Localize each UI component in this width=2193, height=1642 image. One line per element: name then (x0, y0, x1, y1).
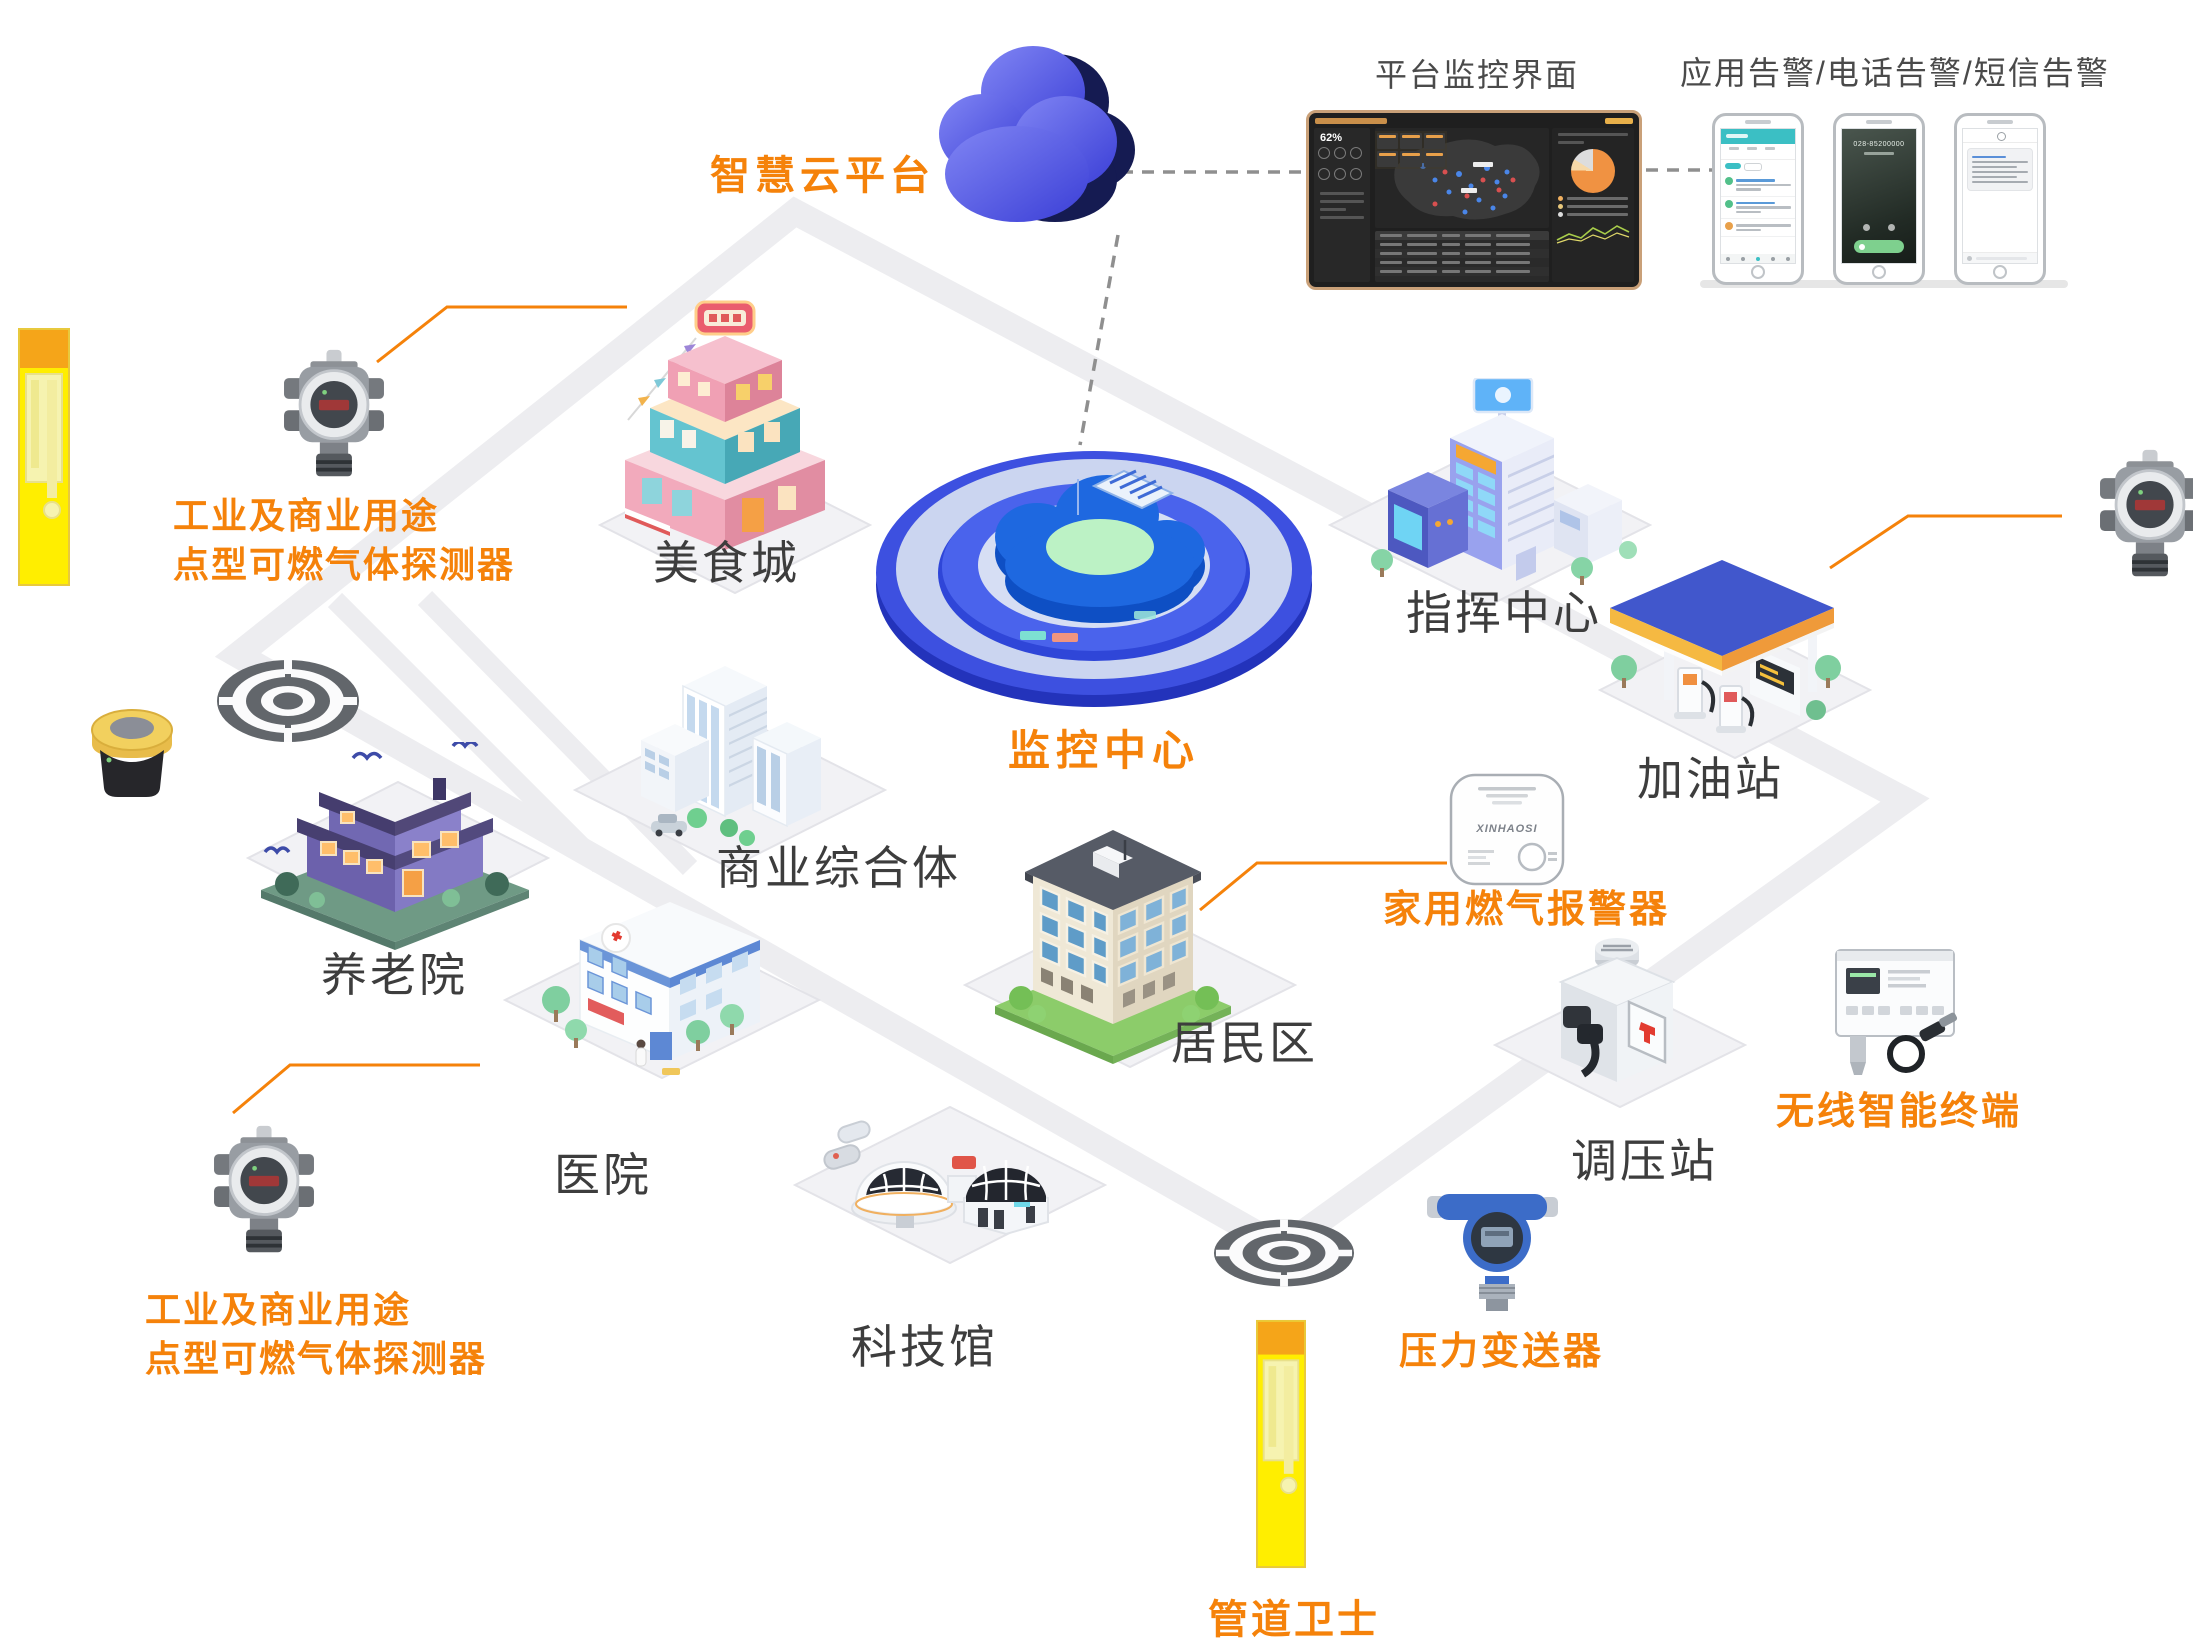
science-museum-label: 科技馆 (851, 1321, 998, 1373)
gas-detector-icon (2096, 448, 2193, 580)
leader-lines (232, 305, 2062, 1115)
detector-top-label: 工业及商业用途 点型可燃气体探测器 (173, 492, 515, 589)
building-hospital (520, 882, 790, 1094)
alarm-ok-icon (1725, 199, 1733, 208)
monitoring-dashboard: 62% (1306, 110, 1642, 290)
phone-sms-alarm (1954, 113, 2046, 285)
fuel-pump (1716, 685, 1755, 733)
building-commercial-complex (625, 618, 840, 853)
building-science-museum (822, 1092, 1057, 1252)
alarm-ok-icon (1725, 177, 1733, 185)
entrance (650, 1032, 672, 1060)
device-regulator-cube (1545, 938, 1690, 1100)
mute-icon (1863, 224, 1870, 231)
wireless-terminal-icon (1826, 942, 1961, 1077)
doctor-figure (635, 1039, 647, 1067)
test-button (1517, 842, 1547, 872)
regulator-station-label: 调压站 (1571, 1135, 1718, 1187)
food-city-sign (694, 300, 756, 336)
alarm-phones-title: 应用告警/电话告警/短信告警 (1680, 55, 2110, 91)
building-gas-station (1602, 550, 1842, 750)
dashboard-stat-circles (1314, 145, 1370, 187)
building-residential (985, 800, 1240, 1075)
cloud-icon (905, 22, 1137, 240)
trees (1371, 541, 1637, 585)
monitoring-center-label: 监控中心 (1008, 727, 1201, 774)
manhole-cover-icon (215, 658, 361, 744)
fuel-pump (1674, 667, 1716, 719)
dashboard-right-panel (1552, 128, 1634, 282)
bird-icon (263, 742, 479, 855)
trees (1611, 655, 1841, 720)
sms-input-bar (1963, 252, 2037, 263)
detector-top-label-line2: 点型可燃气体探测器 (173, 543, 516, 585)
dashboard-clock (1605, 118, 1633, 124)
dashboard-title: 平台监控界面 (1375, 57, 1580, 93)
cloud-platform-label: 智慧云平台 (710, 154, 935, 198)
thruster-cylinders (823, 1120, 871, 1170)
gas-detector-icon (210, 1124, 318, 1256)
sms-alarm-screen (1962, 128, 2038, 264)
manhole-cover-icon (1212, 1218, 1356, 1288)
hospital-label: 医院 (554, 1149, 652, 1201)
door (402, 869, 424, 897)
car (651, 814, 687, 837)
app-header (1721, 129, 1795, 144)
dashboard-pie-chart (1571, 149, 1615, 193)
home-button (1872, 265, 1886, 279)
answer-call-button (1854, 240, 1904, 253)
alarm-brand-text: XINHAOSI (1475, 823, 1537, 835)
bench (662, 1068, 680, 1075)
red-valve (1639, 1022, 1655, 1044)
trees (687, 808, 755, 846)
home-button (1993, 265, 2007, 279)
building-nursing-home (245, 742, 545, 954)
home-gas-alarm-icon: XINHAOSI (1448, 772, 1566, 887)
rooftop-equipment (1093, 840, 1133, 878)
detector-top-label-line1: 工业及商业用途 (173, 495, 440, 536)
commercial-complex-label: 商业综合体 (716, 842, 961, 894)
food-city-label: 美食城 (653, 537, 800, 589)
dashboard-left-panel: 62% (1314, 128, 1370, 282)
nursing-home-label: 养老院 (321, 949, 468, 1001)
dashboard-stat-boxes (1375, 131, 1447, 169)
trees (542, 986, 744, 1051)
detector-bottom-label-line2: 点型可燃气体探测器 (145, 1337, 488, 1379)
app-alarm-screen (1720, 128, 1796, 264)
home-button (1751, 265, 1765, 279)
phone-call-alarm: 028-85200000 (1833, 113, 1925, 285)
gas-station-label: 加油站 (1637, 753, 1784, 805)
dashboard-titlebar (1315, 118, 1387, 124)
dashboard-gauge-value: 62% (1320, 132, 1343, 144)
wireless-terminal-label: 无线智能终端 (1776, 1091, 2023, 1133)
detector-bottom-label: 工业及商业用途 点型可燃气体探测器 (145, 1286, 487, 1383)
gas-detector-icon (280, 348, 388, 480)
building-command-center (1330, 378, 1640, 613)
pipeline-guard-icon (18, 328, 70, 586)
pressure-transmitter-label: 压力变送器 (1399, 1331, 1605, 1373)
pipeline-guard-label: 管道卫士 (1208, 1598, 1380, 1642)
phone-app-alarm (1712, 113, 1804, 285)
sms-message-bubble (1967, 148, 2033, 191)
building-food-city (610, 300, 840, 552)
residential-label: 居民区 (1171, 1017, 1318, 1069)
pipe-fittings (1563, 1006, 1603, 1078)
dashboard-alarm-table (1375, 231, 1549, 282)
dashed-connectors (1078, 168, 1712, 446)
pipeline-guard-icon (1256, 1318, 1306, 1570)
keypad-icon (1888, 224, 1895, 231)
monitoring-center-disc (872, 415, 1317, 715)
wellhead-detector-icon (78, 692, 186, 804)
home-gas-alarm-label: 家用燃气报警器 (1383, 889, 1671, 931)
command-center-label: 指挥中心 (1406, 587, 1602, 639)
alarm-warn-icon (1725, 222, 1733, 230)
pressure-transmitter-icon (1425, 1180, 1560, 1312)
call-alarm-screen: 028-85200000 (1841, 128, 1917, 264)
detector-bottom-label-line1: 工业及商业用途 (145, 1289, 412, 1330)
dashboard-line-chart (1556, 225, 1630, 244)
incoming-call-number: 028-85200000 (1853, 141, 1905, 148)
